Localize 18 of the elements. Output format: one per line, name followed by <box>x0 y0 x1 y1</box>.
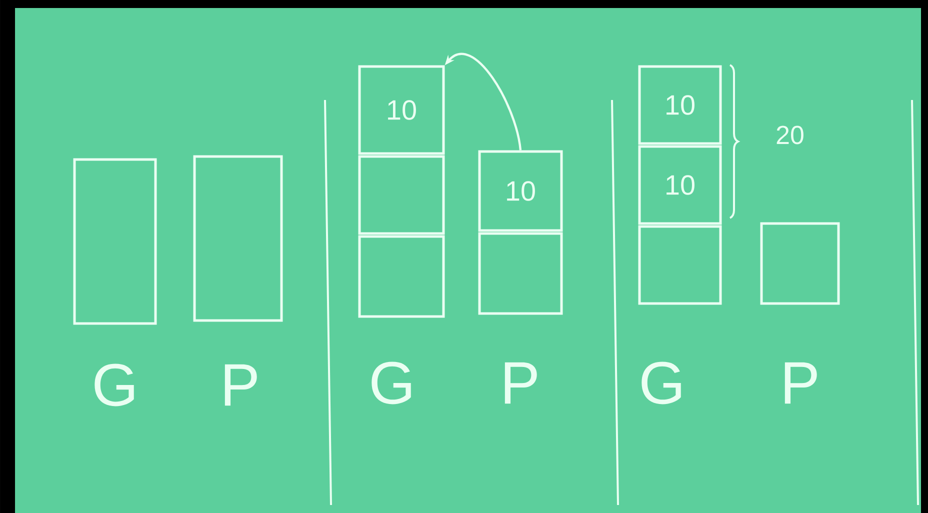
column-letter: P <box>784 362 817 404</box>
value-cell: 10 <box>638 65 722 145</box>
column-letter: G <box>642 362 681 404</box>
value-cell: 10 <box>478 150 563 232</box>
value-cell: 10 <box>638 145 722 225</box>
empty-cell <box>193 155 283 322</box>
empty-cell <box>760 222 840 305</box>
column-letter: P <box>504 362 537 404</box>
empty-cell <box>358 235 445 318</box>
empty-cell <box>73 158 157 325</box>
empty-cell <box>358 155 445 235</box>
empty-cell <box>638 225 722 305</box>
value-cell: 10 <box>358 65 445 155</box>
column-letter: G <box>372 362 411 404</box>
brace-label: 20 <box>776 126 804 144</box>
column-letter: G <box>94 364 134 406</box>
column-letter: P <box>224 364 257 406</box>
empty-cell <box>478 232 563 315</box>
